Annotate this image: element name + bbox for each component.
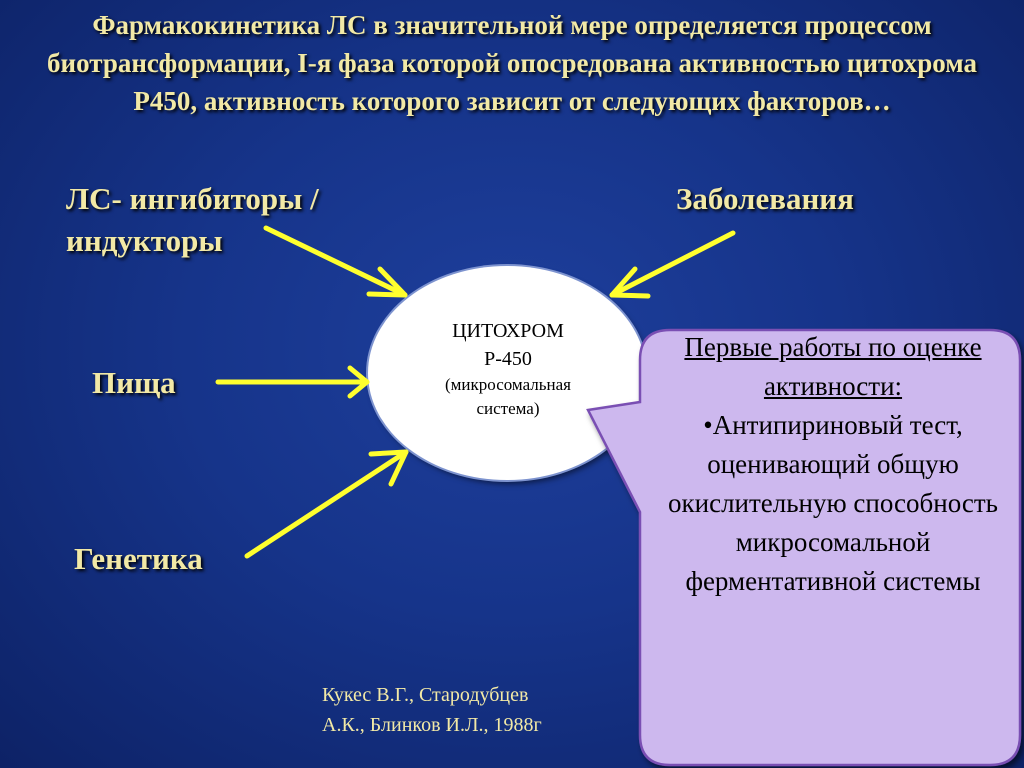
factor-diseases: Заболевания bbox=[676, 181, 854, 216]
factor-drugs-line1: ЛС- ингибиторы / bbox=[66, 181, 319, 216]
citation-line1: Кукес В.Г., Стародубцев bbox=[322, 684, 529, 706]
factor-drugs-line2: индукторы bbox=[66, 223, 223, 258]
cytochrome-label: ЦИТОХРОМ Р-450 (микросомальная система) bbox=[402, 317, 614, 421]
arrows-group bbox=[215, 225, 736, 559]
callout-text: Первые работы по оценке активности: •Ант… bbox=[668, 328, 998, 601]
factor-drugs: ЛС- ингибиторы / индукторы bbox=[66, 178, 319, 262]
arrow-drugs bbox=[263, 225, 408, 298]
factor-genetics: Генетика bbox=[74, 541, 203, 576]
cytochrome-line1: ЦИТОХРОМ bbox=[452, 320, 564, 342]
citation: Кукес В.Г., Стародубцев А.К., Блинков И.… bbox=[322, 680, 642, 740]
cytochrome-line2: Р-450 bbox=[484, 348, 532, 370]
callout-body: •Антипириновый тест, оценивающий общую о… bbox=[668, 410, 998, 596]
cytochrome-ellipse bbox=[368, 266, 646, 480]
factor-food: Пища bbox=[92, 365, 176, 400]
citation-line2: А.К., Блинков И.Л., 1988г bbox=[322, 714, 542, 736]
cytochrome-line4: система) bbox=[476, 399, 540, 418]
slide-title: Фармакокинетика ЛС в значительной мере о… bbox=[47, 10, 977, 116]
callout-bubble bbox=[586, 328, 1022, 767]
cytochrome-line3: (микросомальная bbox=[445, 375, 571, 394]
arrow-food bbox=[215, 365, 370, 399]
callout-heading: Первые работы по оценке активности: bbox=[684, 332, 982, 401]
arrow-genetics bbox=[244, 449, 409, 559]
arrow-diseases bbox=[609, 230, 736, 299]
